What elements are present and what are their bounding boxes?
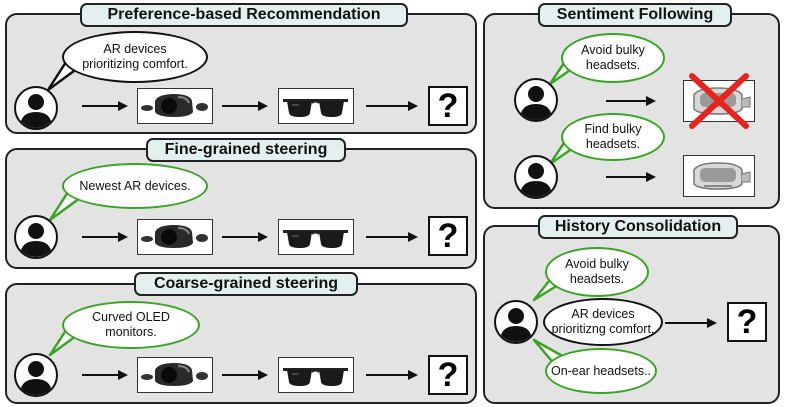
vr-headset-icon bbox=[693, 162, 751, 190]
vr-headset-image bbox=[137, 219, 213, 255]
arrow-icon bbox=[366, 370, 418, 380]
sunglasses-image bbox=[278, 219, 354, 255]
vr-headset-image bbox=[137, 357, 213, 393]
panel-title-history: History Consolidation bbox=[538, 215, 738, 239]
sunglasses-icon bbox=[283, 368, 348, 386]
bulky-headset-image bbox=[683, 155, 755, 197]
arrow-icon bbox=[665, 318, 717, 328]
sunglasses-image bbox=[278, 88, 354, 124]
query-bubble: Curved OLED monitors. bbox=[62, 301, 200, 349]
user-icon bbox=[14, 215, 58, 259]
arrow-icon bbox=[222, 370, 268, 380]
sentiment-bubble-bottom: Find bulky headsets. bbox=[561, 113, 665, 161]
arrow-icon bbox=[222, 101, 268, 111]
user-icon bbox=[514, 78, 558, 122]
panel-title-preference: Preference-based Recommendation bbox=[80, 3, 408, 27]
history-bubble-top: Avoid bulky headsets. bbox=[545, 247, 649, 297]
sunglasses-icon bbox=[283, 230, 348, 248]
panel-title-coarse: Coarse-grained steering bbox=[134, 272, 358, 296]
arrow-icon bbox=[222, 232, 268, 242]
panel-title-sentiment: Sentiment Following bbox=[538, 3, 732, 27]
query-bubble: Newest AR devices. bbox=[62, 163, 208, 209]
arrow-icon bbox=[82, 101, 128, 111]
sunglasses-image bbox=[278, 357, 354, 393]
query-bubble: AR devices prioritizing comfort. bbox=[62, 31, 208, 83]
user-icon bbox=[14, 86, 58, 130]
arrow-icon bbox=[606, 96, 656, 106]
panel-title-fine: Fine-grained steering bbox=[146, 138, 346, 162]
user-icon bbox=[14, 353, 58, 397]
sentiment-bubble-top: Avoid bulky headsets. bbox=[561, 33, 665, 83]
red-cross-icon bbox=[689, 73, 749, 129]
vr-headset-image bbox=[137, 88, 213, 124]
user-icon bbox=[494, 300, 538, 344]
arrow-icon bbox=[366, 101, 418, 111]
history-bubble-bottom: On-ear headsets.. bbox=[545, 348, 657, 394]
arrow-icon bbox=[82, 370, 128, 380]
question-mark-icon: ? bbox=[727, 302, 767, 342]
history-bubble-mid: AR devices prioritizng comfort. bbox=[543, 298, 663, 346]
vr-headset-icon bbox=[141, 225, 208, 248]
vr-headset-icon bbox=[141, 363, 208, 386]
sunglasses-icon bbox=[283, 99, 348, 117]
arrow-icon bbox=[606, 172, 656, 182]
arrow-icon bbox=[82, 232, 128, 242]
user-icon bbox=[514, 155, 558, 199]
arrow-icon bbox=[366, 232, 418, 242]
question-mark-icon: ? bbox=[428, 86, 468, 126]
question-mark-icon: ? bbox=[428, 355, 468, 395]
vr-headset-icon bbox=[141, 94, 208, 117]
question-mark-icon: ? bbox=[428, 216, 468, 256]
